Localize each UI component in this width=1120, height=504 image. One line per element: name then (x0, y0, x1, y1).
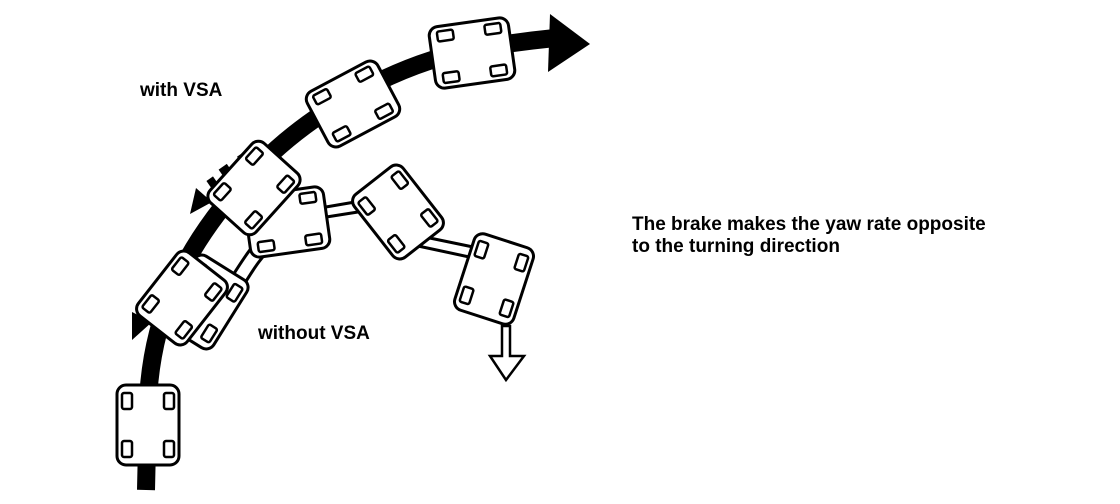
with-vsa-label: with VSA (140, 80, 223, 101)
caption: The brake makes the yaw rate opposite to… (632, 214, 1072, 258)
slide-direction-arrow (487, 324, 527, 383)
with-vsa-arrowhead (548, 14, 590, 72)
car-with-vsa-4 (426, 15, 518, 91)
car-without-vsa-3 (347, 159, 449, 265)
car-start (115, 383, 181, 467)
caption-line-2: to the turning direction (632, 236, 840, 257)
caption-line-1: The brake makes the yaw rate opposite (632, 214, 986, 235)
without-vsa-label: without VSA (258, 323, 370, 344)
